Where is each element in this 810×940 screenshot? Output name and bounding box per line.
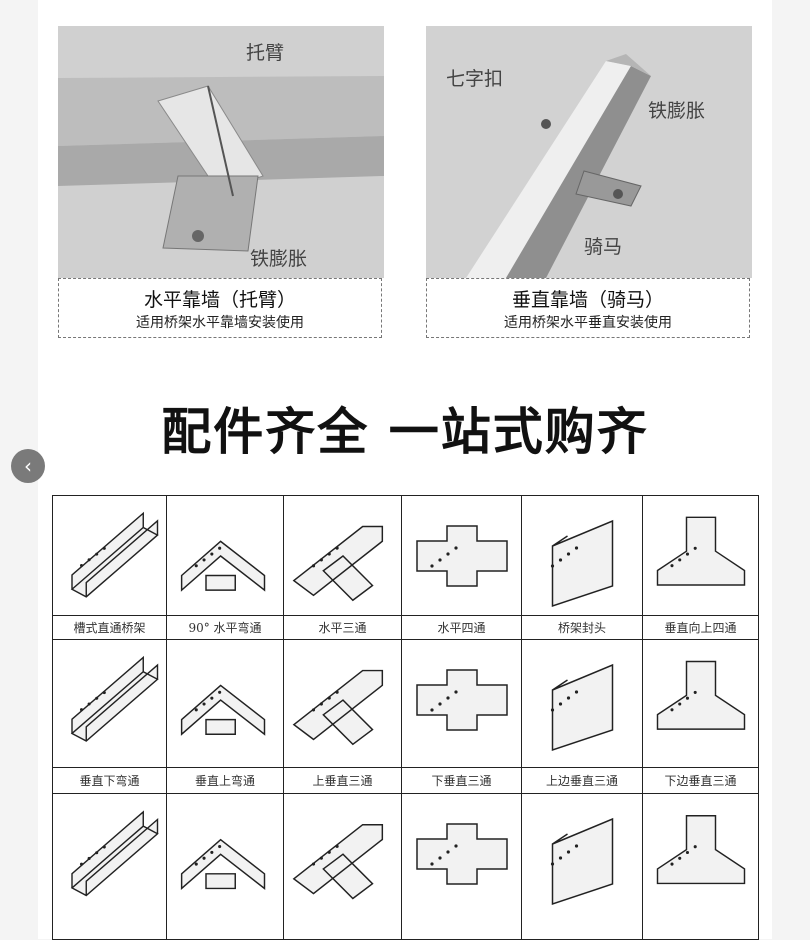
lower-vertical-tee-icon [416,669,508,731]
end-cap-icon [550,519,614,608]
vertical-tee-icon [180,838,266,891]
upper-side-vertical-tee-icon [550,663,614,752]
reducer-icon [550,817,614,906]
straight-tray-icon [70,511,159,598]
horizontal-cross-icon [416,525,508,587]
reducer-icon [656,815,746,885]
vertical-down-elbow-icon [70,655,159,742]
fitting-image [402,496,522,616]
upper-vertical-tee-icon [292,669,384,746]
mount-vertical-subtitle: 适用桥架水平垂直安装使用 [504,315,672,331]
fitting-image [284,496,402,616]
fitting-label: 上垂直三通 [284,768,402,794]
mount-vertical-wall: 七字扣 铁膨胀 骑马 垂直靠墙（骑马） 适用桥架水平垂直安装使用 [426,26,752,340]
fitting-image [167,640,284,768]
fitting-image [53,794,167,940]
tray-tee-icon [416,823,508,885]
callout-seven-clip: 七字扣 [446,68,504,90]
fitting-label: 水平四通 [402,616,522,640]
horizontal-tee-icon [292,525,384,602]
fitting-label: 垂直上弯通 [167,768,284,794]
callout-expansion-bolt: 铁膨胀 [250,248,308,270]
vertical-tee-icon [70,810,159,897]
vertical-up-cross-icon [656,516,746,586]
fitting-label: 90° 水平弯通 [167,616,284,640]
fitting-label: 垂直向上四通 [643,616,759,640]
fitting-label: 槽式直通桥架 [53,616,167,640]
fitting-image [643,794,759,940]
tray-tee-icon [292,823,384,900]
vertical-up-elbow-icon [180,684,266,736]
horizontal-elbow-icon [180,540,266,592]
fitting-image [402,640,522,768]
chevron-left-icon: ‹ [24,454,32,478]
fitting-label: 水平三通 [284,616,402,640]
fitting-image [53,496,167,616]
fitting-label: 下边垂直三通 [643,768,759,794]
mount-vertical-caption: 垂直靠墙（骑马） 适用桥架水平垂直安装使用 [426,278,750,338]
fitting-image [402,794,522,940]
mount-horizontal-subtitle: 适用桥架水平靠墙安装使用 [136,315,304,331]
carousel-prev-button[interactable]: ‹ [11,449,45,483]
callout-bracket: 托臂 [246,42,285,64]
mount-horizontal-photo [58,26,384,278]
fitting-image [167,496,284,616]
fitting-image [522,496,643,616]
callout-expansion-bolt-right: 铁膨胀 [648,100,706,122]
mount-vertical-title: 垂直靠墙（骑马） [511,289,664,311]
fitting-image [522,794,643,940]
fitting-image [284,794,402,940]
fitting-image [522,640,643,768]
lower-side-vertical-tee-icon [656,660,746,730]
mount-vertical-photo [426,26,752,278]
mount-horizontal-wall: 托臂 铁膨胀 水平靠墙（托臂） 适用桥架水平靠墙安装使用 [58,26,384,340]
fitting-image [643,640,759,768]
fitting-image [284,640,402,768]
mount-horizontal-title: 水平靠墙（托臂） [143,289,296,311]
fitting-image [167,794,284,940]
callout-saddle: 骑马 [584,236,623,258]
fitting-label: 下垂直三通 [402,768,522,794]
fitting-label: 桥架封头 [522,616,643,640]
fitting-label: 垂直下弯通 [53,768,167,794]
fitting-image [643,496,759,616]
fitting-label: 上边垂直三通 [522,768,643,794]
fitting-image [53,640,167,768]
mount-horizontal-caption: 水平靠墙（托臂） 适用桥架水平靠墙安装使用 [58,278,382,338]
accessories-headline: 配件齐全 一站式购齐 [161,403,649,461]
